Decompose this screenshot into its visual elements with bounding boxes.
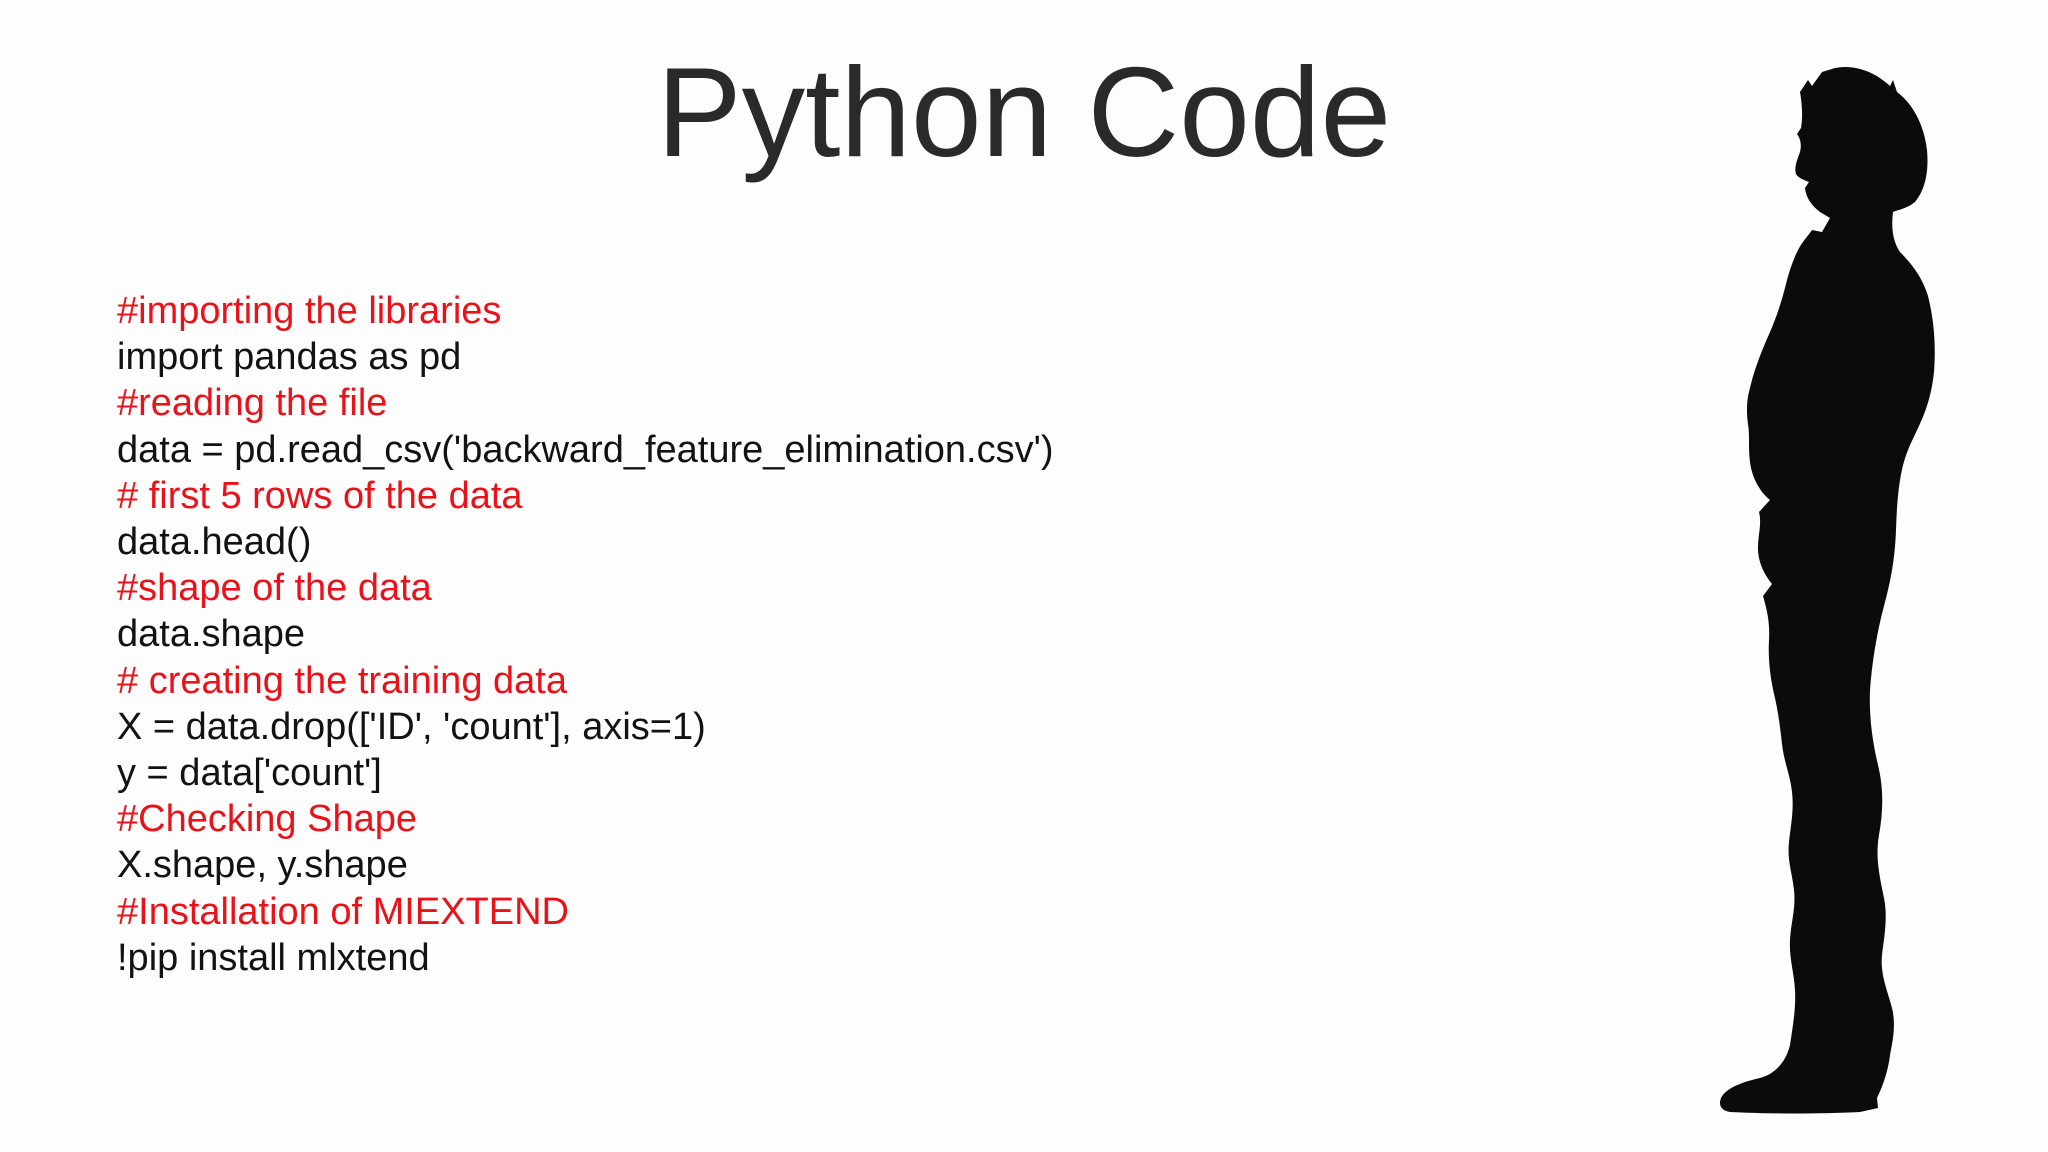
code-line: import pandas as pd [117,336,462,379]
code-line: # first 5 rows of the data [117,474,523,517]
code-line: data.head() [117,521,312,564]
code-line: !pip install mlxtend [117,936,430,979]
code-line: #Checking Shape [117,798,417,841]
thinking-man-silhouette-illustration [1700,60,1960,1130]
code-line: #shape of the data [117,567,432,610]
code-line: y = data['count'] [117,752,382,795]
code-line: #Installation of MIEXTEND [117,890,569,933]
page-title: Python Code [656,41,1392,183]
code-line: data = pd.read_csv('backward_feature_eli… [117,428,1054,471]
code-line: # creating the training data [117,659,567,702]
code-line: #importing the libraries [117,290,502,332]
code-line: #reading the file [117,382,388,425]
code-line: data.shape [117,613,306,656]
code-line: X.shape, y.shape [117,844,408,887]
code-line: X = data.drop(['ID', 'count'], axis=1) [117,705,706,748]
silhouette-path [1720,66,1935,1114]
